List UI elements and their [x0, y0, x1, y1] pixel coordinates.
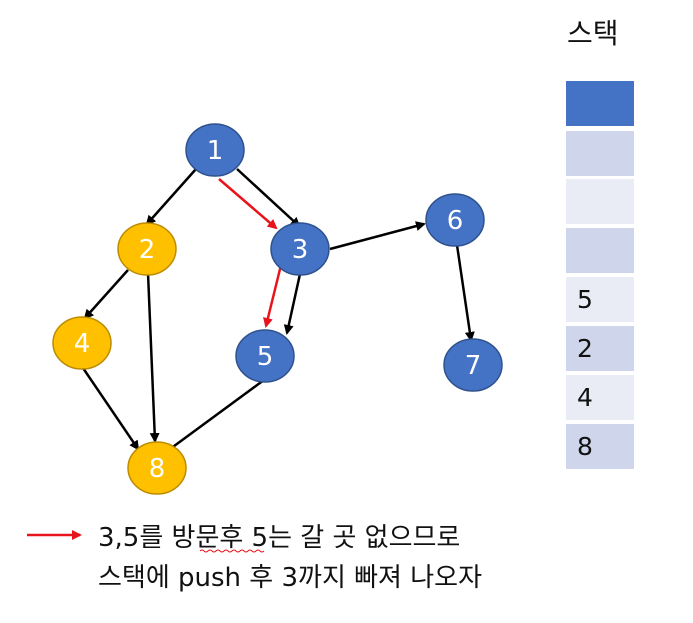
node-7-label: 7 — [465, 351, 482, 381]
stack-title: 스택 — [567, 17, 619, 50]
edge-6-7 — [455, 244, 475, 342]
edge-2-8 — [146, 272, 160, 443]
node-5-label: 5 — [257, 342, 274, 372]
stack-cell-1 — [566, 81, 634, 126]
edge-4-8 — [81, 367, 140, 451]
stack-cell-3 — [566, 179, 634, 224]
node-1-label: 1 — [207, 136, 224, 166]
stack-cell-4 — [566, 228, 634, 273]
node-3: 3 — [270, 222, 330, 276]
node-6: 6 — [425, 193, 485, 247]
caption-line-2: 스택에 push 후 3까지 빠져 나오자 — [98, 563, 482, 593]
edge-1-3 — [236, 168, 301, 228]
stack-cell-5: 5 — [566, 277, 634, 322]
spellcheck-underline — [199, 549, 265, 553]
stack-cell-8: 8 — [566, 424, 634, 469]
edge-3-5 — [283, 273, 302, 335]
node-8-label: 8 — [149, 454, 166, 484]
edge-1-2 — [145, 168, 197, 226]
node-6-label: 6 — [447, 206, 464, 236]
stack-cell-7: 4 — [566, 375, 634, 420]
caption-line-1: 3,5를 방문후 5는 갈 곳 없으므로 — [98, 523, 461, 553]
node-1: 1 — [185, 123, 245, 177]
highlight-edge-1-3 — [218, 178, 278, 230]
edge-2-4 — [83, 269, 129, 320]
node-7: 7 — [443, 338, 503, 392]
stack-cell-2 — [566, 131, 634, 176]
edge-3-6 — [329, 221, 426, 251]
node-2: 2 — [117, 222, 177, 276]
node-8: 8 — [127, 441, 187, 495]
node-5: 5 — [235, 329, 295, 383]
stack-cell-6: 2 — [566, 326, 634, 371]
node-2-label: 2 — [139, 235, 156, 265]
node-3-label: 3 — [292, 235, 309, 265]
node-4-label: 4 — [74, 329, 91, 359]
highlight-edge-3-5 — [263, 264, 283, 328]
edge-5-8 — [164, 378, 265, 454]
node-4: 4 — [52, 316, 112, 370]
